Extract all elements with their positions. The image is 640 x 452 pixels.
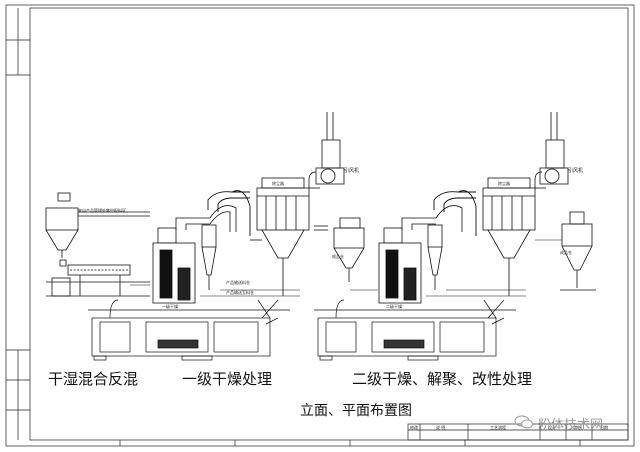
drawing-title: 立面、平面布置图 (300, 403, 412, 419)
duct-loop-2 (433, 190, 477, 236)
label-silo-mid: 成品仓 (332, 254, 344, 259)
tb-change: 修改 (410, 425, 418, 430)
label-dryer-left: 一级干燥 (162, 304, 178, 309)
label-feed-note: 来自产品管理处集中配料区 (78, 208, 126, 213)
caption-mixing: 干湿混合反混 (48, 370, 139, 388)
bag-filter-1 (250, 177, 310, 296)
label-product-left: 产品输送料仓 (226, 280, 250, 285)
silo-mid (333, 217, 365, 282)
plan-view-1 (88, 299, 290, 361)
label-dust-collector-left: 除尘器 (272, 181, 284, 186)
label-dryer-right: 二级干燥 (386, 304, 402, 309)
tb-check: 审核 (574, 425, 582, 430)
watermark: 粉体技术网 (538, 418, 604, 433)
plan-view-2 (314, 299, 516, 361)
dryer-1 (152, 205, 237, 304)
label-product-left2: 产品输送至料仓 (226, 290, 254, 295)
inner-frame (29, 7, 629, 441)
tb-desc: 说 明 (436, 425, 446, 430)
dryer-2 (378, 205, 463, 304)
label-fan-right: 引风机 (568, 168, 584, 174)
silo-right (560, 211, 596, 291)
duct-loop-1 (207, 190, 251, 236)
conveyor-line-2 (350, 239, 562, 297)
tb-proj: 工艺流程 (490, 425, 506, 430)
fan-2 (534, 112, 569, 189)
cyclone-1 (201, 224, 217, 290)
chat-bubble-icon (514, 415, 533, 429)
conveyor-line-1 (130, 284, 300, 297)
cyclone-2 (427, 224, 443, 290)
fan-1 (308, 112, 345, 231)
label-fan-left: 引风机 (344, 168, 360, 174)
label-dust-collector-right: 除尘器 (498, 181, 510, 186)
outer-frame (5, 4, 635, 447)
caption-second-drying: 二级干燥、解聚、改性处理 (352, 370, 533, 388)
title-block (407, 423, 629, 441)
tb-date: 日期 (600, 425, 608, 430)
tb-design: 设计 (548, 425, 556, 430)
caption-first-drying: 一级干燥处理 (182, 370, 273, 388)
label-silo-right: 成品仓 (560, 250, 572, 255)
mixing-hopper (45, 192, 150, 267)
bag-filter-2 (482, 177, 536, 296)
screw-mixer (46, 264, 150, 297)
